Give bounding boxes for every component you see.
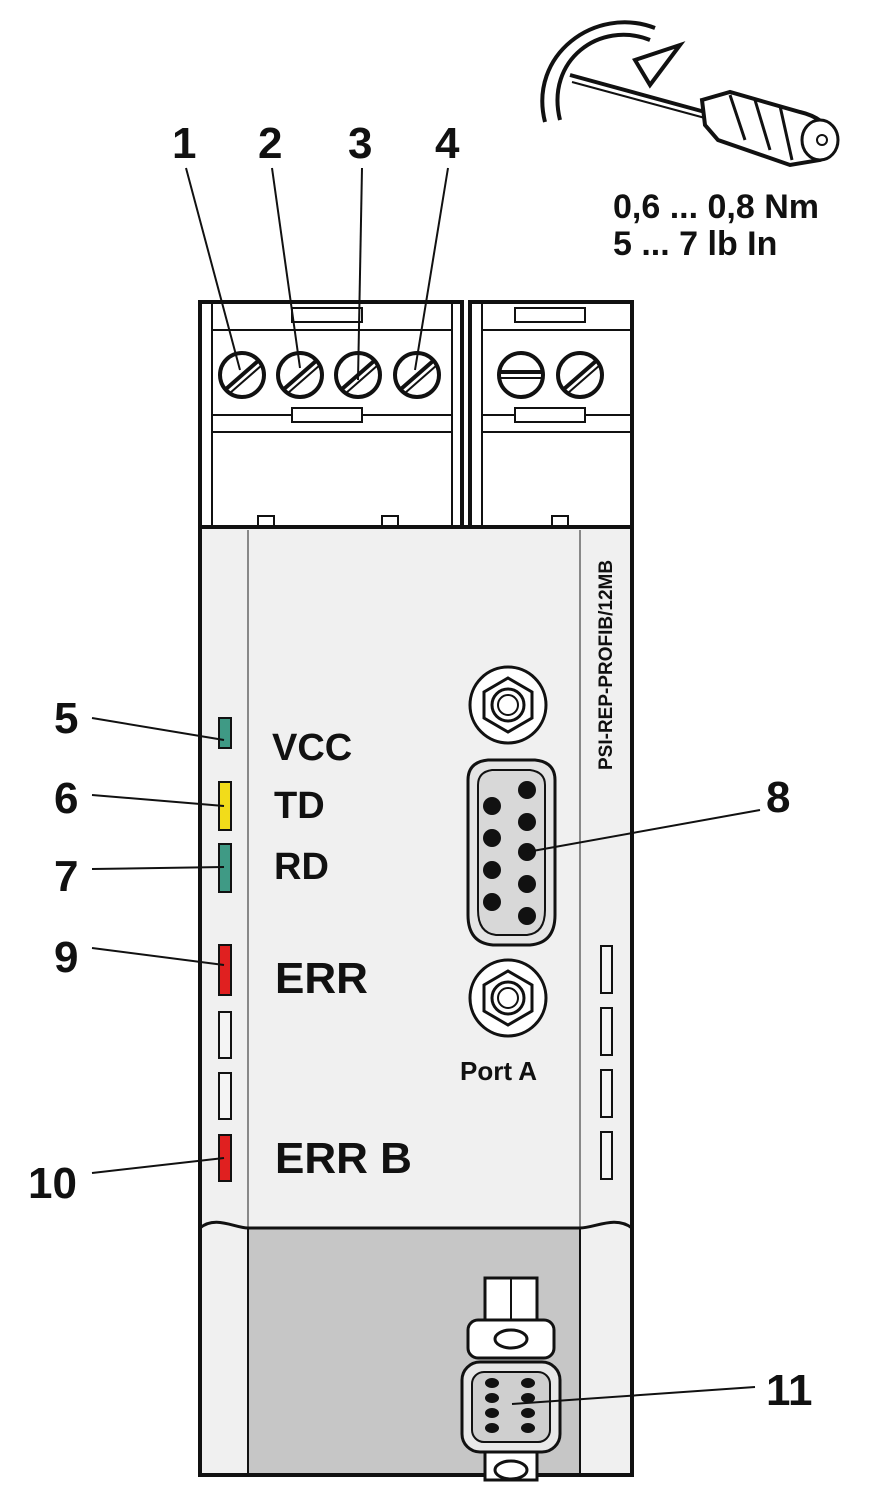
torque-lbin-label: 5 ... 7 lb In [613, 225, 777, 263]
led-vcc [218, 717, 232, 749]
screw-4[interactable] [393, 351, 441, 399]
vent-slot [600, 1069, 613, 1118]
led-slot-empty [218, 1072, 232, 1120]
torque-nm-label: 0,6 ... 0,8 Nm [613, 188, 819, 226]
vent-slot [600, 945, 613, 994]
callout-2: 2 [258, 119, 282, 168]
model-label: PSI-REP-PROFIB/12MB [596, 560, 617, 770]
db9-port-a[interactable] [466, 758, 557, 947]
callout-7: 7 [54, 852, 78, 901]
led-vcc-label: VCC [272, 727, 352, 769]
callout-6: 6 [54, 774, 78, 823]
led-td-label: TD [274, 785, 325, 827]
standoff-nut-top [468, 665, 548, 745]
vent-slot [600, 1131, 613, 1180]
db9-connector-bottom[interactable] [460, 1276, 562, 1482]
callout-10: 10 [28, 1159, 77, 1208]
callout-8: 8 [766, 773, 790, 822]
screw-5[interactable] [497, 351, 545, 399]
led-err-label: ERR [275, 954, 368, 1003]
callout-11: 11 [766, 1366, 813, 1415]
callout-lines [91, 167, 761, 1405]
callout-9: 9 [54, 933, 78, 982]
callout-5: 5 [54, 694, 78, 743]
callout-4: 4 [435, 119, 460, 168]
callout-1: 1 [172, 119, 196, 168]
callout-3: 3 [348, 119, 372, 168]
device-housing [198, 525, 634, 1477]
terminal-block-right [468, 300, 634, 529]
led-err-b-label: ERR B [275, 1134, 412, 1183]
led-err [218, 944, 232, 996]
vent-slot [600, 1007, 613, 1056]
port-a-label: Port A [460, 1056, 537, 1086]
screw-6[interactable] [556, 351, 604, 399]
led-rd-label: RD [274, 846, 329, 888]
screw-2[interactable] [276, 351, 324, 399]
standoff-nut-bottom [468, 958, 548, 1038]
screwdriver-icon [540, 20, 840, 168]
screw-1[interactable] [218, 351, 266, 399]
terminal-block-left [198, 300, 464, 529]
led-slot-empty [218, 1011, 232, 1059]
